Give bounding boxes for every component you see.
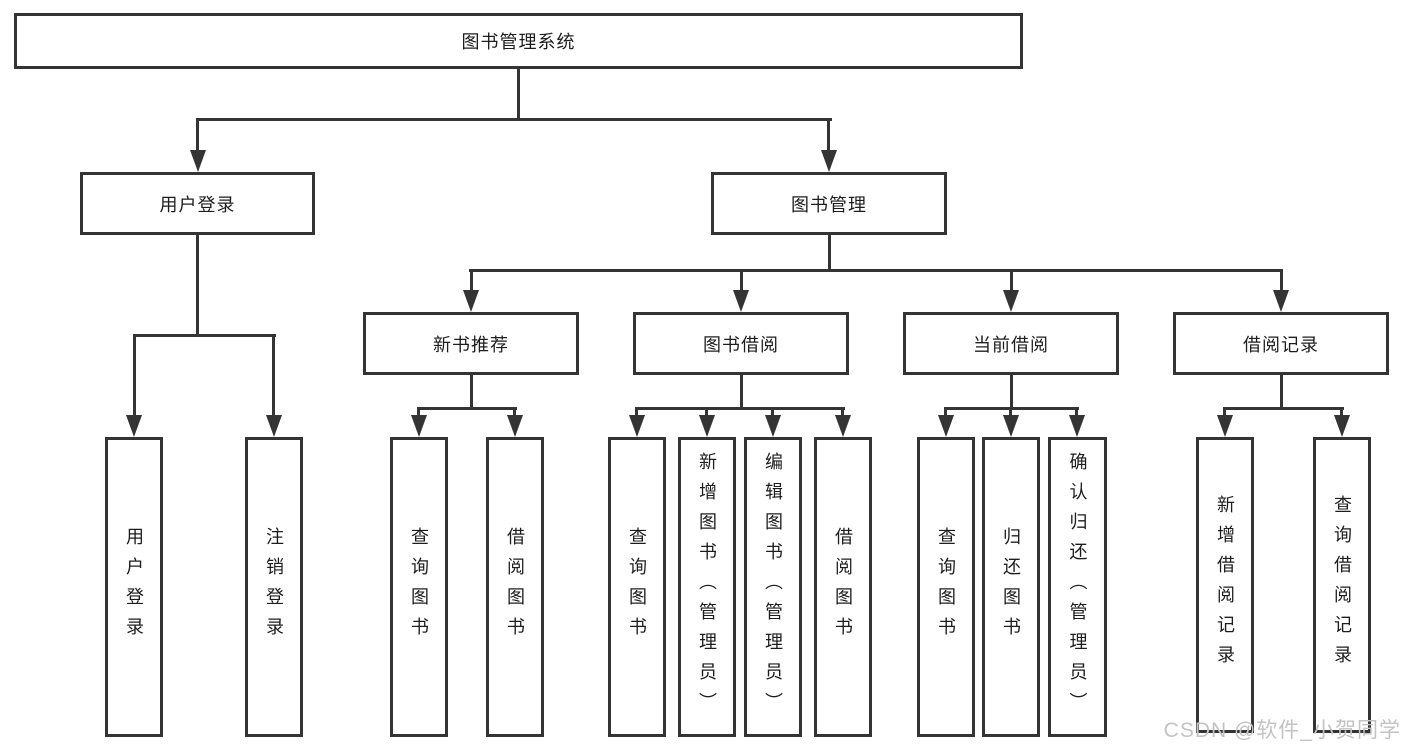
connector-recommend-stem bbox=[470, 375, 473, 409]
arrow-down-icon bbox=[1069, 415, 1085, 437]
connector-login-drop-1 bbox=[133, 334, 136, 416]
node-current-borrow: 当前借阅 bbox=[903, 312, 1119, 375]
node-leaf-recommend-query-book-label: 查询图书 bbox=[409, 527, 429, 647]
connector-borrow-drop-2 bbox=[705, 407, 708, 417]
node-leaf-return-book-label: 归还图书 bbox=[1001, 527, 1021, 647]
node-root: 图书管理系统 bbox=[14, 13, 1023, 69]
connector-record-drop-1 bbox=[1223, 407, 1226, 417]
arrow-down-icon bbox=[126, 415, 142, 437]
connector-root-drop-right bbox=[827, 118, 830, 152]
node-leaf-query-borrow-record-label: 查询借阅记录 bbox=[1332, 495, 1352, 675]
arrow-down-icon bbox=[190, 150, 206, 172]
node-leaf-confirm-return-admin: 确认归还（管理员） bbox=[1048, 437, 1107, 737]
arrow-down-icon bbox=[1334, 415, 1350, 437]
node-leaf-logout-label: 注销登录 bbox=[264, 527, 284, 647]
node-root-label: 图书管理系统 bbox=[461, 32, 576, 52]
node-leaf-add-book-admin-label: 新增图书（管理员） bbox=[697, 452, 717, 722]
arrow-down-icon bbox=[1003, 415, 1019, 437]
node-leaf-add-borrow-record: 新增借阅记录 bbox=[1196, 437, 1254, 733]
connector-borrow-bar bbox=[635, 407, 845, 410]
connector-record-stem bbox=[1280, 375, 1283, 409]
connector-recommend-drop-2 bbox=[513, 407, 516, 417]
node-leaf-borrow-query-book: 查询图书 bbox=[608, 437, 666, 737]
connector-login-drop-2 bbox=[272, 334, 275, 416]
arrow-down-icon bbox=[938, 415, 954, 437]
node-user-login-label: 用户登录 bbox=[159, 194, 236, 215]
node-new-book-recommend-label: 新书推荐 bbox=[433, 334, 509, 355]
node-leaf-borrow-book-label: 借阅图书 bbox=[833, 527, 853, 647]
connector-borrow-drop-3 bbox=[771, 407, 774, 417]
arrow-down-icon bbox=[1003, 290, 1019, 312]
connector-login-stem bbox=[196, 235, 199, 336]
connector-login-bar bbox=[133, 334, 276, 337]
connector-mgmt-stem bbox=[828, 235, 831, 271]
connector-root-bar bbox=[196, 118, 832, 121]
node-leaf-current-query-book: 查询图书 bbox=[917, 437, 975, 737]
connector-record-bar bbox=[1223, 407, 1344, 410]
node-leaf-add-borrow-record-label: 新增借阅记录 bbox=[1215, 495, 1235, 675]
connector-mgmt-drop-4 bbox=[1280, 269, 1283, 292]
node-leaf-recommend-borrow-book: 借阅图书 bbox=[486, 437, 544, 737]
arrow-down-icon bbox=[629, 415, 645, 437]
connector-mgmt-drop-1 bbox=[470, 269, 473, 292]
arrow-down-icon bbox=[507, 415, 523, 437]
node-leaf-query-borrow-record: 查询借阅记录 bbox=[1313, 437, 1371, 733]
connector-borrow-drop-1 bbox=[635, 407, 638, 417]
node-leaf-recommend-borrow-book-label: 借阅图书 bbox=[505, 527, 525, 647]
node-current-borrow-label: 当前借阅 bbox=[973, 334, 1049, 355]
node-borrow-record-label: 借阅记录 bbox=[1243, 334, 1319, 355]
arrow-down-icon bbox=[699, 415, 715, 437]
arrow-down-icon bbox=[463, 290, 479, 312]
connector-root-stem bbox=[517, 69, 520, 119]
node-leaf-recommend-query-book: 查询图书 bbox=[390, 437, 448, 737]
node-leaf-user-login: 用户登录 bbox=[105, 437, 163, 737]
arrow-down-icon bbox=[266, 415, 282, 437]
arrow-down-icon bbox=[821, 150, 837, 172]
connector-mgmt-bar bbox=[469, 269, 1283, 272]
connector-mgmt-drop-2 bbox=[740, 269, 743, 292]
connector-mgmt-drop-3 bbox=[1010, 269, 1013, 292]
node-leaf-confirm-return-admin-label: 确认归还（管理员） bbox=[1067, 452, 1088, 722]
connector-recommend-bar bbox=[417, 407, 517, 410]
arrow-down-icon bbox=[835, 415, 851, 437]
node-new-book-recommend: 新书推荐 bbox=[363, 312, 579, 375]
csdn-watermark: CSDN @软件_小贺同学 bbox=[1163, 719, 1401, 742]
node-book-management-label: 图书管理 bbox=[791, 194, 867, 215]
node-leaf-logout: 注销登录 bbox=[245, 437, 303, 737]
node-book-borrow-label: 图书借阅 bbox=[703, 334, 779, 355]
connector-current-drop-2 bbox=[1009, 407, 1012, 417]
node-leaf-add-book-admin: 新增图书（管理员） bbox=[678, 437, 736, 737]
node-user-login: 用户登录 bbox=[80, 172, 315, 235]
node-leaf-user-login-label: 用户登录 bbox=[124, 527, 144, 647]
connector-current-drop-3 bbox=[1075, 407, 1078, 417]
node-leaf-return-book: 归还图书 bbox=[982, 437, 1040, 737]
node-leaf-edit-book-admin-label: 编辑图书（管理员） bbox=[763, 452, 783, 722]
node-borrow-record: 借阅记录 bbox=[1173, 312, 1389, 375]
arrow-down-icon bbox=[1217, 415, 1233, 437]
node-leaf-borrow-book: 借阅图书 bbox=[814, 437, 872, 737]
arrow-down-icon bbox=[765, 415, 781, 437]
connector-record-drop-2 bbox=[1340, 407, 1343, 417]
connector-current-drop-1 bbox=[944, 407, 947, 417]
connector-recommend-drop-1 bbox=[417, 407, 420, 417]
connector-borrow-drop-4 bbox=[841, 407, 844, 417]
arrow-down-icon bbox=[1273, 290, 1289, 312]
arrow-down-icon bbox=[733, 290, 749, 312]
node-leaf-current-query-book-label: 查询图书 bbox=[936, 527, 956, 647]
arrow-down-icon bbox=[411, 415, 427, 437]
node-leaf-borrow-query-book-label: 查询图书 bbox=[627, 527, 647, 647]
node-leaf-edit-book-admin: 编辑图书（管理员） bbox=[744, 437, 802, 737]
connector-root-drop-left bbox=[196, 118, 199, 152]
connector-borrow-stem bbox=[740, 375, 743, 409]
connector-current-stem bbox=[1010, 375, 1013, 409]
node-book-management: 图书管理 bbox=[711, 172, 947, 235]
node-book-borrow: 图书借阅 bbox=[633, 312, 849, 375]
